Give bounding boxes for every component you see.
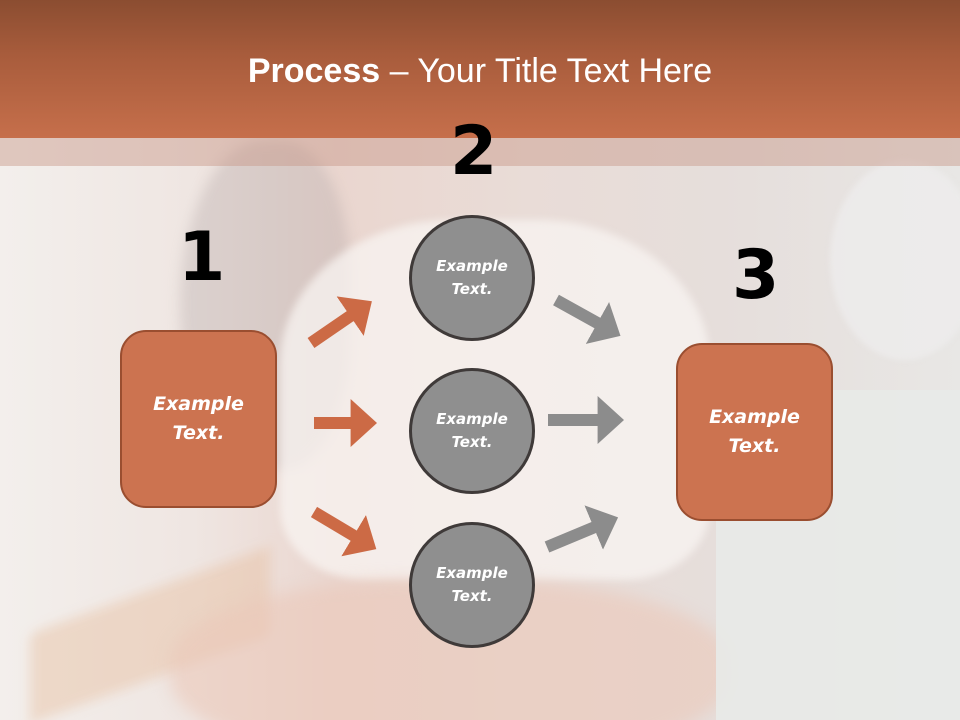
title-bar-band <box>0 138 960 166</box>
slide-title[interactable]: Process – Your Title Text Here <box>0 52 960 91</box>
box-right-line1: Example <box>709 406 800 428</box>
circle-1-line2: Text. <box>451 280 493 298</box>
title-bar <box>0 0 960 138</box>
circle-2-line2: Text. <box>451 433 493 451</box>
arrow-right-down-orange-icon <box>310 506 377 557</box>
step-number-2: 2 <box>450 112 498 191</box>
step-number-1: 1 <box>178 218 226 297</box>
box-left-line1: Example <box>153 393 244 415</box>
title-rest: – Your Title Text Here <box>380 52 713 90</box>
circle-2-line1: Example <box>436 410 508 428</box>
process-circle-2[interactable]: Example Text. <box>409 368 535 494</box>
process-box-right[interactable]: Example Text. <box>676 343 833 521</box>
step-number-3: 3 <box>732 236 780 315</box>
circle-3-line1: Example <box>436 564 508 582</box>
arrow-right-down-gray-icon <box>553 294 621 344</box>
box-left-line2: Text. <box>172 422 225 444</box>
process-circle-3[interactable]: Example Text. <box>409 522 535 648</box>
circle-1-line1: Example <box>436 257 508 275</box>
arrow-right-up-orange-icon <box>307 296 372 348</box>
title-bold: Process <box>247 52 381 90</box>
process-box-left[interactable]: Example Text. <box>120 330 277 508</box>
process-circle-1[interactable]: Example Text. <box>409 215 535 341</box>
arrow-right-up-gray-icon <box>544 505 619 553</box>
circle-3-line2: Text. <box>451 587 493 605</box>
box-right-line2: Text. <box>728 435 781 457</box>
